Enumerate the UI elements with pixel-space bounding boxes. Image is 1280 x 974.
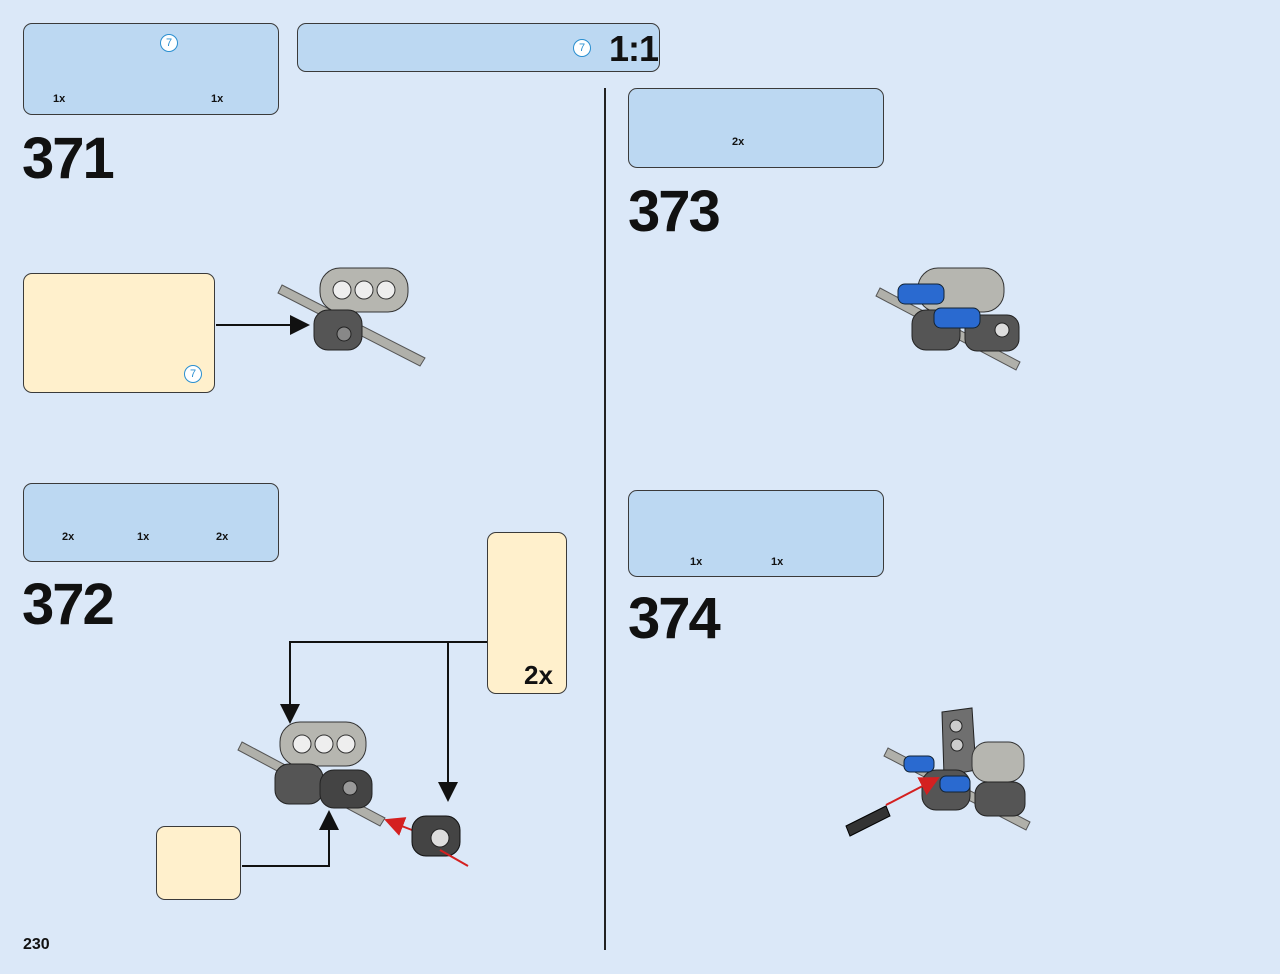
ruler-length-badge: 7	[573, 39, 591, 57]
step-number: 374	[628, 586, 721, 651]
part-qty: 2x	[216, 531, 229, 543]
subassembly-callout-371: 7	[23, 273, 215, 393]
step-372-assembly	[237, 721, 386, 827]
page-number: 230	[23, 936, 50, 953]
scale-ruler: 7 1:1	[297, 23, 660, 72]
column-divider	[604, 88, 606, 950]
part-qty: 1x	[53, 93, 66, 105]
part-qty: 1x	[137, 531, 150, 543]
part-qty: 1x	[690, 556, 703, 568]
part-qty: 2x	[62, 531, 75, 543]
subassembly-callout-372: 2x	[487, 532, 567, 694]
step-number: 372	[22, 572, 115, 637]
step-374-assembly	[845, 707, 1031, 837]
scale-label: 1:1	[609, 28, 659, 69]
parts-list-374: 1x 1x	[628, 490, 884, 577]
parts-list-372: 2x 1x 2x	[23, 483, 279, 562]
parts-list-371: 7 1x 1x	[23, 23, 279, 115]
part-qty: 2x	[732, 136, 745, 148]
part-qty: 1x	[211, 93, 224, 105]
subassembly-multiplier: 2x	[524, 660, 553, 690]
subassembly-callout-372b	[156, 826, 241, 900]
step-373-assembly	[875, 267, 1021, 371]
axle-length-badge: 7	[184, 365, 202, 383]
step-372-new-connector	[411, 815, 461, 857]
step-number: 371	[22, 126, 115, 191]
parts-list-373: 2x	[628, 88, 884, 168]
part-qty: 1x	[771, 556, 784, 568]
step-number: 373	[628, 179, 721, 244]
axle-length-badge: 7	[160, 34, 178, 52]
step-371-assembly	[277, 267, 426, 367]
